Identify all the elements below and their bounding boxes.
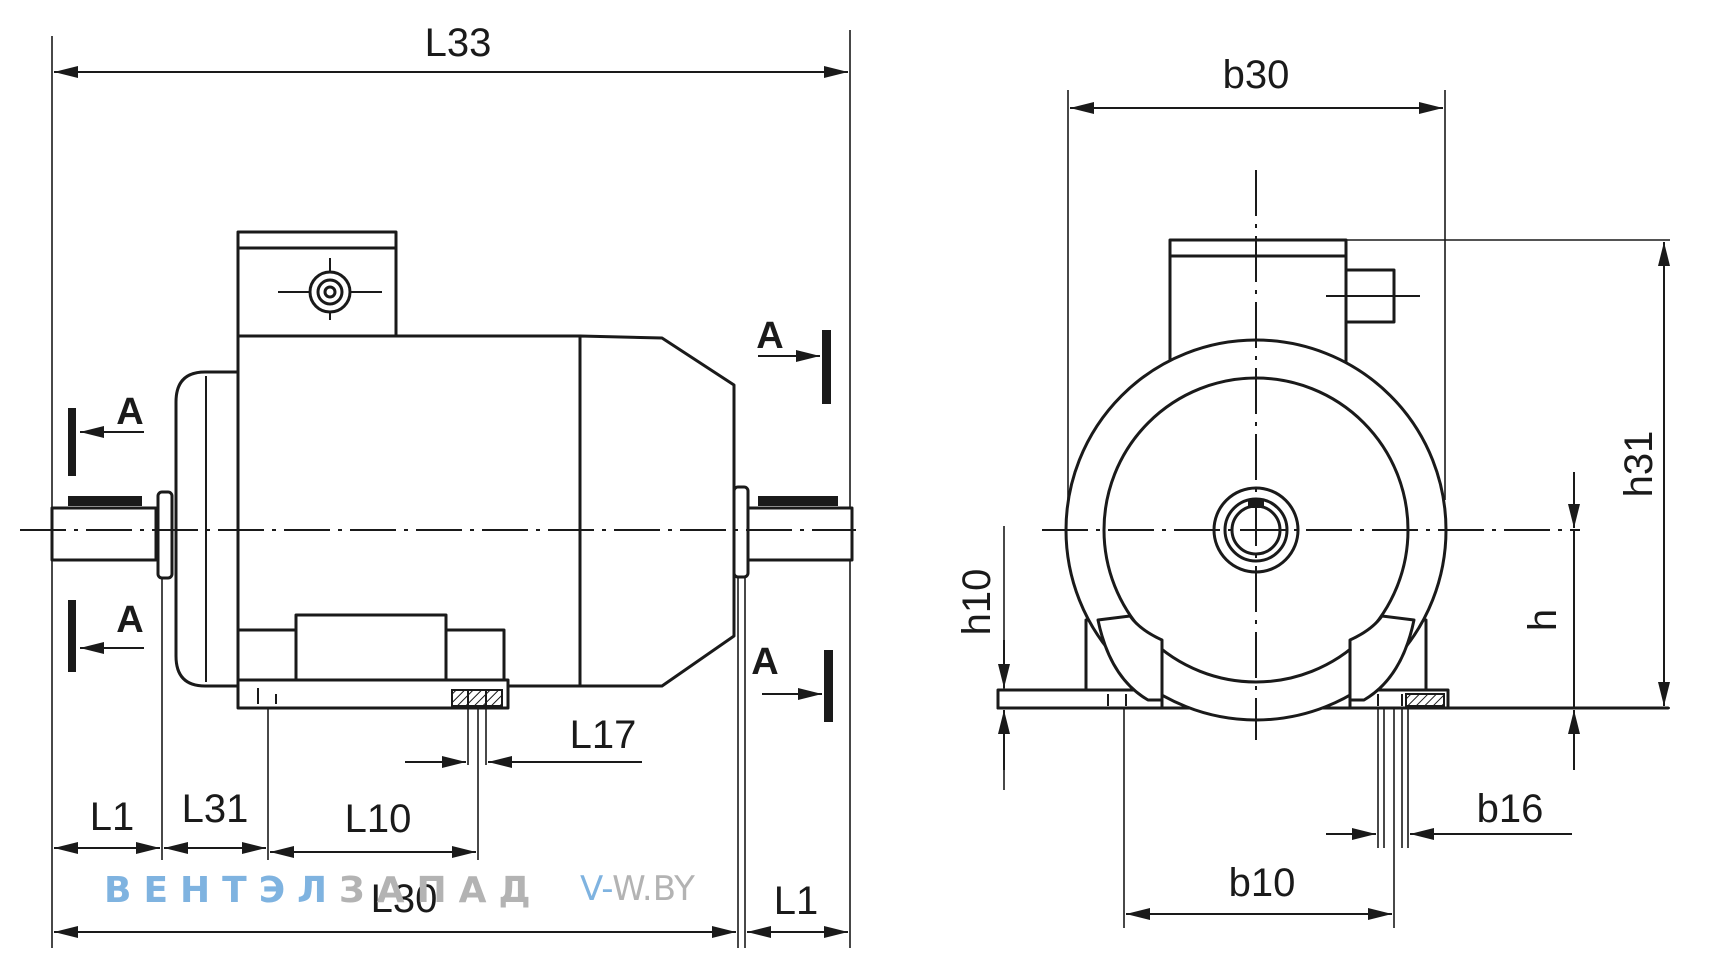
side-view: L33 L1 L31 L10 L17 L30 L1 — [20, 21, 856, 948]
shaft-right — [740, 496, 854, 562]
terminal-box — [236, 230, 398, 338]
dim-L17: L17 — [405, 713, 642, 768]
dim-L31: L31 — [164, 787, 266, 854]
dim-label-L30: L30 — [371, 877, 438, 921]
front-view: b30 h31 h h10 b16 b10 — [955, 53, 1670, 928]
dim-label-L1-left: L1 — [90, 795, 135, 839]
fan-cover — [578, 334, 736, 688]
section-label-bottom-left: A — [116, 599, 143, 641]
dim-label-b16: b16 — [1477, 787, 1544, 831]
watermark-brand-part1: ВЕНТЭЛ — [104, 870, 339, 911]
dim-b16: b16 — [1326, 787, 1572, 840]
flange-ring-left — [156, 490, 174, 580]
watermark-brand-part2: ЗАПАД — [339, 870, 543, 911]
watermark: ВЕНТЭЛЗАПАД V-W.BY — [104, 869, 695, 911]
dim-label-L10: L10 — [345, 797, 412, 841]
svg-text:V-W.BY: V-W.BY — [580, 869, 695, 909]
foot-side — [236, 613, 510, 710]
section-mark-top-right: A — [756, 315, 831, 404]
watermark-site-part2: W.BY — [612, 869, 695, 909]
section-label-bottom-right: A — [751, 641, 778, 683]
dim-L30: L30 — [54, 877, 736, 938]
cable-gland-icon — [308, 270, 352, 314]
flange-ring-right — [732, 485, 750, 579]
shaft-left — [50, 496, 158, 562]
dim-L10: L10 — [270, 797, 476, 858]
dim-label-b30: b30 — [1223, 53, 1290, 97]
section-label-top-left: A — [116, 391, 143, 433]
dim-h31: h31 — [1617, 242, 1670, 706]
dim-h10: h10 — [955, 569, 1010, 770]
section-label-top-right: A — [756, 315, 783, 357]
dim-label-L1-right: L1 — [774, 879, 819, 923]
dim-label-b10: b10 — [1229, 861, 1296, 905]
dim-h: h — [1521, 472, 1580, 770]
svg-text:ВЕНТЭЛЗАПАД: ВЕНТЭЛЗАПАД — [104, 870, 543, 911]
dim-label-h: h — [1521, 609, 1565, 631]
dim-L1-left: L1 — [54, 795, 160, 854]
dim-label-h10: h10 — [955, 569, 999, 636]
dim-label-h31: h31 — [1617, 431, 1661, 498]
dim-b10: b10 — [1126, 861, 1392, 920]
section-mark-top-left: A — [68, 391, 144, 476]
watermark-site-part1: V- — [580, 869, 612, 909]
dim-L33: L33 — [54, 21, 848, 78]
dim-label-L31: L31 — [182, 787, 249, 831]
section-mark-bottom-right: A — [751, 641, 833, 722]
dim-label-L33: L33 — [425, 21, 492, 65]
section-mark-bottom-left: A — [68, 599, 144, 672]
dim-b30: b30 — [1070, 53, 1443, 114]
dim-L1-right: L1 — [747, 879, 848, 938]
dim-label-L17: L17 — [570, 713, 637, 757]
side-extension-lines — [51, 30, 851, 948]
